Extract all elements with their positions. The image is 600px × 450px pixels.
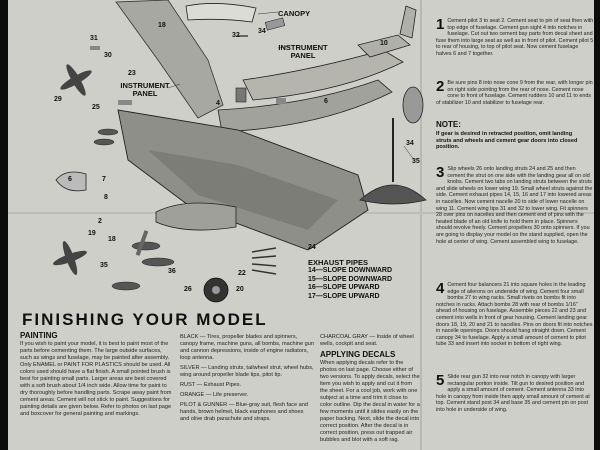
exhaust-pipes-legend: EXHAUST PIPES 14—SLOPE DOWNWARD 15—SLOPE… (308, 258, 428, 301)
decals-text: When applying decals refer to the photos… (320, 360, 420, 443)
step-number: 3 (436, 164, 445, 181)
fuselage-half-part (217, 79, 393, 133)
lower-wing-shade (148, 150, 338, 230)
painting-text: If you wish to paint your model, it is b… (20, 341, 172, 417)
bombs-part (93, 128, 175, 291)
instrument-panel-label-left: INSTRUMENT PANEL (120, 81, 170, 98)
step-text: Cement four balancers 21 into square hol… (436, 282, 593, 348)
callout-number: 35 (412, 158, 420, 165)
callout-number: 7 (102, 176, 106, 183)
stand-base-part (359, 184, 427, 205)
callout-number: 34 (406, 140, 414, 147)
step-4: 4 Cement four balancers 21 into square h… (436, 280, 594, 348)
nose-cone-part (402, 86, 424, 124)
pilot-part (235, 87, 247, 103)
exhaust-row: 16—SLOPE UPWARD (308, 284, 380, 291)
color-entry: BLACK — Tires, propeller blades and spin… (180, 334, 315, 361)
step-text: Slip wheels 26 onto landing struts 24 an… (436, 166, 593, 245)
callout-number: 6 (324, 98, 328, 105)
decals-heading: APPLYING DECALS (320, 350, 396, 359)
callout-number: 10 (380, 40, 388, 47)
fuselage-part (242, 49, 404, 101)
step-number: 2 (436, 78, 445, 95)
upper-wing-part (115, 0, 224, 119)
exhaust-row: 17—SLOPE UPWARD (308, 292, 380, 300)
callout-number: 22 (238, 270, 246, 277)
callout-number: 4 (216, 100, 220, 107)
instruction-sheet: CANOPY INSTRUMENT PANEL INSTRUMENT PANEL… (8, 0, 594, 450)
leader-lines (167, 11, 415, 161)
propeller-lower-part (53, 241, 87, 275)
part-small-c (276, 98, 286, 104)
exhaust-row: 15—SLOPE DOWNWARD (308, 275, 393, 283)
callout-number: 31 (90, 35, 98, 42)
decals-column: CHARCOAL GRAY — Inside of wheel wells, c… (320, 334, 420, 447)
propeller-left-part (60, 64, 92, 96)
step-number: 5 (436, 372, 445, 389)
step-1: 1 Cement pilot 3 to seat 2. Cement seat … (436, 16, 594, 58)
callout-number: 23 (128, 70, 136, 77)
step-2: 2 Be sure pins 8 into nose cone 9 from t… (436, 78, 594, 106)
landing-strut-part (135, 230, 149, 256)
wheel-hub (212, 286, 220, 294)
note-heading: NOTE: (436, 120, 461, 129)
step-5: 5 Slide rear gun 32 into rear notch in c… (436, 372, 594, 414)
canopy-part (185, 3, 257, 23)
exploded-aircraft-diagram (53, 0, 427, 303)
note-box: NOTE: If gear is desired in retracted po… (436, 120, 586, 151)
callout-number: 20 (236, 286, 244, 293)
callout-number: 18 (108, 236, 116, 243)
tail-stabilizer-part (357, 34, 411, 58)
step-text: Be sure pins 8 into nose cone 9 from the… (436, 80, 593, 106)
step-number: 1 (436, 16, 445, 33)
painting-heading: PAINTING (20, 331, 58, 340)
color-entry: PILOT & GUNNER — Blue-gray suit, flesh f… (180, 402, 308, 422)
color-entry: RUST — Exhaust Pipes. (180, 382, 242, 388)
canopy-label: CANOPY (278, 9, 311, 18)
fold-line-vertical (420, 0, 422, 450)
callout-number: 25 (92, 104, 100, 111)
step-text: Slide rear gun 32 into rear notch in can… (436, 374, 590, 413)
callout-number: 36 (168, 268, 176, 275)
step-number: 4 (436, 280, 445, 297)
callout-number: 8 (104, 194, 108, 201)
callout-number: 29 (54, 96, 62, 103)
color-entry: SILVER — Landing struts, tailwheel strut… (180, 365, 314, 378)
rudder-part (399, 5, 417, 39)
callout-number: 18 (158, 22, 166, 29)
callout-number: 6 (68, 176, 72, 183)
instrument-panel-part (264, 17, 286, 31)
callout-number: 19 (88, 230, 96, 237)
callout-number: 35 (100, 262, 108, 269)
painting-column: PAINTING If you wish to paint your model… (20, 332, 172, 421)
assembly-steps-column: 1 Cement pilot 3 to seat 2. Cement seat … (426, 0, 594, 450)
nacelle-part (155, 202, 237, 231)
callout-number: 24 (308, 244, 316, 251)
callout-number: 30 (104, 52, 112, 59)
step-text: Cement pilot 3 to seat 2. Cement seat to… (436, 18, 594, 57)
exhaust-pipes-part (251, 247, 277, 275)
exhaust-title: EXHAUST PIPES (308, 258, 369, 267)
step-3: 3 Slip wheels 26 onto landing struts 24 … (436, 164, 594, 245)
callout-number: 2 (98, 218, 102, 225)
callout-number: 32 (232, 32, 240, 39)
note-text: If gear is desired in retracted position… (436, 130, 578, 151)
part-small-a (90, 46, 100, 50)
finishing-title: FINISHING YOUR MODEL (22, 310, 268, 329)
color-entry: CHARCOAL GRAY — Inside of wheel wells, c… (320, 334, 414, 347)
callout-number: 34 (258, 28, 266, 35)
spinner-part (55, 171, 87, 192)
color-entry: ORANGE — Life preserver. (180, 392, 249, 398)
instrument-panel-label-top: INSTRUMENT PANEL (278, 43, 328, 60)
finishing-section: FINISHING YOUR MODEL (22, 310, 442, 330)
part-small-b (118, 100, 132, 105)
exhaust-row: 14—SLOPE DOWNWARD (308, 267, 393, 274)
colors-column: BLACK — Tires, propeller blades and spin… (180, 334, 314, 426)
callout-number: 26 (184, 286, 192, 293)
